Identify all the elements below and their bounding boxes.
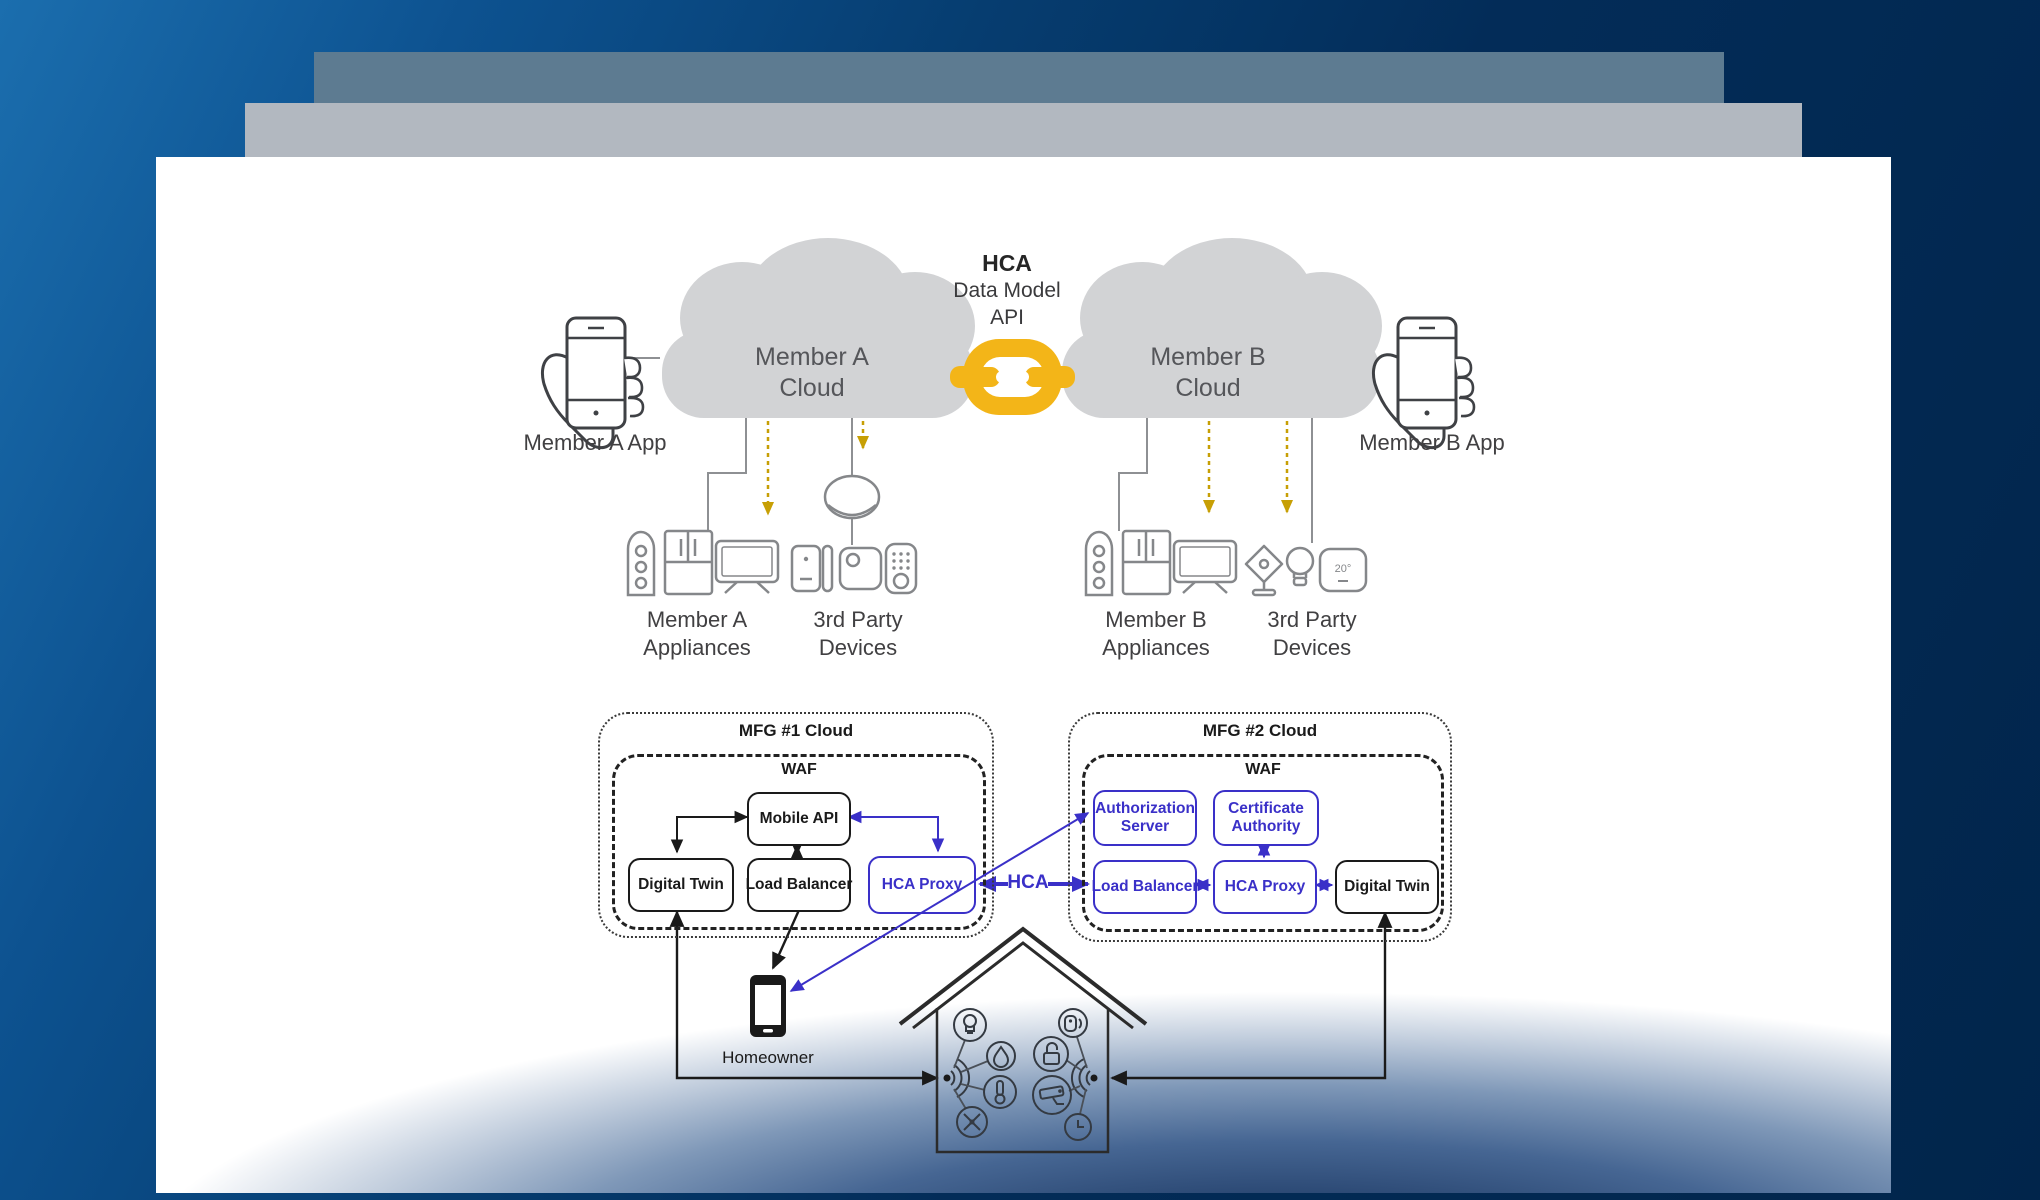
water-drop-icon xyxy=(986,1041,1016,1071)
third-party-devices-left xyxy=(790,474,918,595)
smart-button-icon xyxy=(838,546,883,591)
member-appliance-icons-b xyxy=(1084,529,1238,597)
cloud-icon-member-b xyxy=(1062,238,1382,418)
mfg2-waf-label: WAF xyxy=(1245,761,1281,778)
phone-in-hand-icon-b xyxy=(1371,316,1476,450)
thermostat-icon xyxy=(1318,547,1368,593)
hca-data-model-api-label: HCA Data Model API xyxy=(927,250,1087,331)
homeowner-label: Homeowner xyxy=(722,1048,814,1067)
load-balancer-node-mfg2: Load Balancer xyxy=(1092,860,1198,914)
mfg2-cloud-title: MFG #2 Cloud xyxy=(1202,721,1318,740)
homeowner-phone-icon xyxy=(750,975,786,1037)
cloud-icon-member-a xyxy=(662,238,975,418)
hub-icon xyxy=(823,474,881,520)
mobile-api-node: Mobile API xyxy=(747,792,851,846)
hca-subtitle-1: Data Model xyxy=(953,279,1061,302)
doorbell-icon xyxy=(1058,1008,1088,1038)
mfg1-cloud-title: MFG #1 Cloud xyxy=(738,721,854,740)
door-sensor-icon xyxy=(790,544,822,593)
member-b-appliances-label: Member B Appliances xyxy=(1102,607,1210,660)
load-balancer-node-mfg1: Load Balancer xyxy=(746,858,852,912)
hca-proxy-node-mfg1: HCA Proxy xyxy=(868,856,976,914)
hca-protocol-label: HCA xyxy=(1007,872,1049,893)
member-appliance-icons xyxy=(626,529,780,597)
chain-link-icon xyxy=(950,339,1075,415)
right-hub-icon xyxy=(1071,1058,1098,1098)
member-a-appliances-label: Member A Appliances xyxy=(643,607,751,660)
member-a-cloud-label: Member A Cloud xyxy=(755,343,869,402)
thermostat-reading: 20° xyxy=(1335,563,1352,575)
third-party-devices-right-label: 3rd Party Devices xyxy=(1267,607,1357,660)
clock-icon xyxy=(1064,1113,1092,1141)
cctv-camera-icon xyxy=(1032,1075,1072,1115)
member-b-cloud-label: Member B Cloud xyxy=(1150,343,1266,402)
thermometer-icon xyxy=(983,1075,1017,1109)
digital-twin-node-mfg2: Digital Twin xyxy=(1335,860,1439,914)
fan-icon xyxy=(956,1106,988,1138)
authorization-server-node: Authorization Server xyxy=(1093,790,1197,846)
member-a-app-label: Member A App xyxy=(523,430,667,455)
smart-home-house xyxy=(898,926,1148,1154)
third-party-devices-left-label: 3rd Party Devices xyxy=(813,607,903,660)
slide-bottom-gradient xyxy=(156,157,1891,1193)
hub-spokes xyxy=(953,1036,1088,1115)
hca-proxy-node-mfg2: HCA Proxy xyxy=(1213,860,1317,914)
door-lock-icon xyxy=(884,542,918,595)
hca-subtitle-2: API xyxy=(990,306,1024,329)
mfg1-waf-label: WAF xyxy=(781,761,817,778)
member-b-app-label: Member B App xyxy=(1359,430,1505,455)
light-bulb-icon xyxy=(1285,546,1315,576)
hca-title: HCA xyxy=(982,250,1032,276)
dashed-sync-arrows xyxy=(761,421,1294,516)
third-party-devices-right: 20° xyxy=(1244,544,1368,597)
certificate-authority-node: Certificate Authority xyxy=(1213,790,1319,846)
phone-in-hand-icon-a xyxy=(541,316,645,450)
digital-twin-node-mfg1: Digital Twin xyxy=(628,858,734,912)
lightbulb-icon xyxy=(953,1008,987,1042)
left-hub-icon xyxy=(943,1058,970,1098)
security-camera-icon xyxy=(1244,544,1284,584)
padlock-icon xyxy=(1033,1036,1069,1072)
